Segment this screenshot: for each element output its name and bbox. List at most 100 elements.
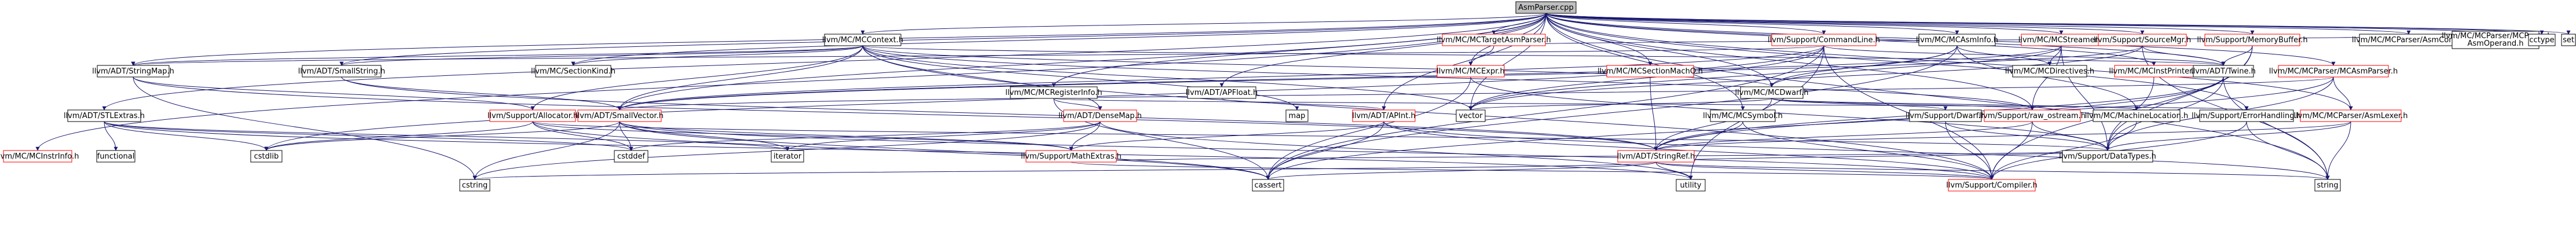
node-llvm-mc-mctargetasmparser-h[interactable]: llvm/MC/MCTargetAsmParser.h bbox=[1437, 34, 1551, 46]
node-llvm-mc-mcinstrinfo-h[interactable]: llvm/MC/MCInstrInfo.h bbox=[0, 150, 79, 163]
node-iterator[interactable]: iterator bbox=[771, 150, 804, 163]
node-llvm-support-errorhandling-h[interactable]: llvm/Support/ErrorHandling.h bbox=[2192, 109, 2302, 122]
node-label: llvm/Support/MathExtras.h bbox=[1021, 152, 1122, 161]
edge-sourcemgr-to-smallvector bbox=[617, 45, 2143, 111]
node-llvm-mc-mcstreamer-h[interactable]: llvm/MC/MCStreamer.h bbox=[2018, 34, 2104, 46]
node-llvm-mc-sectionkind-h[interactable]: llvm/MC/SectionKind.h bbox=[531, 65, 615, 78]
node-llvm-adt-stringref-h[interactable]: llvm/ADT/StringRef.h bbox=[1617, 150, 1695, 163]
node-llvm-support-datatypes-h[interactable]: llvm/Support/DataTypes.h bbox=[2059, 150, 2156, 163]
edge-support_dwarf-to-datatypes bbox=[1945, 121, 2110, 151]
node-llvm-mc-mccontext-h[interactable]: llvm/MC/MCContext.h bbox=[822, 34, 903, 46]
node-box bbox=[2193, 65, 2254, 78]
edge-cmdline-to-vector bbox=[1468, 45, 1824, 111]
node-box bbox=[535, 65, 611, 78]
node-cstring[interactable]: cstring bbox=[459, 179, 490, 192]
node-llvm-adt-stlextras-h[interactable]: llvm/ADT/STLExtras.h bbox=[64, 109, 145, 122]
node-vector[interactable]: vector bbox=[1456, 109, 1486, 122]
node-llvm-support-compiler-h[interactable]: llvm/Support/Compiler.h bbox=[1946, 179, 2038, 192]
node-label: cassert bbox=[1254, 181, 1281, 190]
edge-root-to-sourcemgr bbox=[1545, 13, 2145, 35]
edge-dwarf_mc-to-machineloc bbox=[1771, 98, 2139, 111]
edge-allocator-to-datatypes bbox=[532, 121, 2109, 151]
node-llvm-mc-mcsymbol-h[interactable]: llvm/MC/MCSymbol.h bbox=[1703, 109, 1783, 122]
node-llvm-support-memorybuffer-h[interactable]: llvm/Support/MemoryBuffer.h bbox=[2197, 34, 2308, 46]
node-box bbox=[1285, 109, 1309, 122]
node-map[interactable]: map bbox=[1285, 109, 1309, 122]
node-box bbox=[824, 34, 902, 46]
node-llvm-support-dwarf-h[interactable]: llvm/Support/Dwarf.h bbox=[1906, 109, 1985, 122]
node-label: llvm/MC/MCRegisterInfo.h bbox=[1005, 89, 1102, 97]
node-llvm-support-sourcemgr-h[interactable]: llvm/Support/SourceMgr.h bbox=[2094, 34, 2191, 46]
node-box bbox=[1918, 34, 1996, 46]
node-label: llvm/ADT/Twine.h bbox=[2191, 67, 2256, 76]
node-utility[interactable]: utility bbox=[1676, 179, 1706, 192]
edge-asmlexer-to-stringref bbox=[1654, 121, 2351, 151]
node-label: llvm/Support/raw_ostream.h bbox=[1979, 112, 2086, 120]
node-cstdlib[interactable]: cstdlib bbox=[250, 150, 283, 163]
node-llvm-adt-apfloat-h[interactable]: llvm/ADT/APFloat.h bbox=[1186, 86, 1258, 99]
node-llvm-mc-mcdwarf-h[interactable]: llvm/MC/MCDwarf.h bbox=[1735, 86, 1809, 99]
node-cctype[interactable]: cctype bbox=[2528, 34, 2556, 46]
edge-root-to-membuf bbox=[1545, 13, 2255, 35]
node-llvm-mc-mcparser-asmlexer-h[interactable]: llvm/MC/MCParser/AsmLexer.h bbox=[2294, 109, 2408, 122]
edge-streamer-to-smallvector bbox=[617, 45, 2062, 111]
node-label: cctype bbox=[2529, 36, 2554, 45]
edge-stringref-to-compiler bbox=[1655, 161, 1994, 180]
node-cstddef[interactable]: cstddef bbox=[614, 150, 648, 163]
edge-root-to-symbol bbox=[1545, 13, 1745, 111]
node-functional[interactable]: functional bbox=[96, 150, 135, 163]
node-box bbox=[1771, 34, 1877, 46]
node-box bbox=[1437, 65, 1505, 78]
node-label: functional bbox=[97, 152, 135, 161]
node-box bbox=[1010, 86, 1098, 99]
node-box bbox=[302, 65, 382, 78]
edge-apfloat-to-apint bbox=[1221, 98, 1386, 111]
edge-target_asm-to-expr bbox=[1468, 45, 1494, 66]
node-box bbox=[1025, 150, 1117, 163]
edge-membuf-to-datatypes bbox=[2105, 45, 2253, 151]
edge-symbol-to-stringref bbox=[1654, 121, 1743, 151]
edge-asmlexer-to-datatypes bbox=[2105, 121, 2351, 151]
node-set[interactable]: set bbox=[2561, 34, 2576, 46]
node-llvm-support-raw-ostream-h[interactable]: llvm/Support/raw_ostream.h bbox=[1979, 109, 2086, 122]
edge-asminfo-to-vector bbox=[1468, 45, 1958, 111]
edge-root-to-smallvector bbox=[617, 13, 1547, 111]
edge-raw_ostream-to-datatypes bbox=[2032, 121, 2110, 151]
node-llvm-mc-machinelocation-h[interactable]: llvm/MC/MachineLocation.h bbox=[2085, 109, 2188, 122]
edge-context-to-smallstring bbox=[339, 45, 863, 66]
node-llvm-adt-smallvector-h[interactable]: llvm/ADT/SmallVector.h bbox=[576, 109, 664, 122]
node-llvm-adt-stringmap-h[interactable]: llvm/ADT/StringMap.h bbox=[92, 65, 174, 78]
node-box bbox=[97, 65, 170, 78]
node-label: AsmParser.cpp bbox=[1518, 3, 1574, 12]
node-box bbox=[459, 179, 490, 192]
node-llvm-support-mathextras-h[interactable]: llvm/Support/MathExtras.h bbox=[1021, 150, 1122, 163]
node-llvm-adt-twine-h[interactable]: llvm/ADT/Twine.h bbox=[2191, 65, 2256, 78]
node-box bbox=[1710, 109, 1776, 122]
node-llvm-adt-densemap-h[interactable]: llvm/ADT/DenseMap.h bbox=[1058, 109, 1142, 122]
node-asmparser-cpp[interactable]: AsmParser.cpp bbox=[1515, 1, 1577, 14]
node-box bbox=[2062, 150, 2153, 163]
node-cassert[interactable]: cassert bbox=[1252, 179, 1284, 192]
edge-errorhandling-to-string bbox=[2246, 121, 2330, 180]
node-string[interactable]: string bbox=[2314, 179, 2341, 192]
node-llvm-mc-mcregisterinfo-h[interactable]: llvm/MC/MCRegisterInfo.h bbox=[1005, 86, 1102, 99]
node-llvm-mc-mcsectionmacho-h[interactable]: llvm/MC/MCSectionMachO.h bbox=[1597, 65, 1703, 78]
node-llvm-support-allocator-h[interactable]: llvm/Support/Allocator.h bbox=[488, 109, 578, 122]
node-llvm-support-commandline-h[interactable]: llvm/Support/CommandLine.h bbox=[1768, 34, 1880, 46]
node-llvm-mc-mcparser-asmcond-h[interactable]: llvm/MC/MCParser/AsmCond.h bbox=[2352, 34, 2465, 46]
node-llvm-mc-mcinstprinter-h[interactable]: llvm/MC/MCInstPrinter.h bbox=[2109, 65, 2199, 78]
edge-asmlexer-to-string bbox=[2325, 121, 2351, 180]
edge-streamer-to-directives bbox=[2047, 45, 2062, 66]
node-llvm-mc-mcdirectives-h[interactable]: llvm/MC/MCDirectives.h bbox=[2005, 65, 2094, 78]
node-llvm-adt-apint-h[interactable]: llvm/ADT/APInt.h bbox=[1352, 109, 1416, 122]
node-llvm-mc-mcparser-mcasmparser-h[interactable]: llvm/MC/MCParser/MCAsmParser.h bbox=[2269, 65, 2398, 78]
node-box bbox=[2204, 34, 2300, 46]
node-llvm-mc-mcasminfo-h[interactable]: llvm/MC/MCAsmInfo.h bbox=[1916, 34, 1998, 46]
node-label: llvm/MC/MCExpr.h bbox=[1437, 67, 1505, 76]
node-box bbox=[489, 109, 576, 122]
node-label: cstdlib bbox=[254, 152, 279, 161]
node-label: cstring bbox=[462, 181, 488, 190]
node-llvm-adt-smallstring-h[interactable]: llvm/ADT/SmallString.h bbox=[298, 65, 385, 78]
node-llvm-mc-mcexpr-h[interactable]: llvm/MC/MCExpr.h bbox=[1437, 65, 1505, 78]
